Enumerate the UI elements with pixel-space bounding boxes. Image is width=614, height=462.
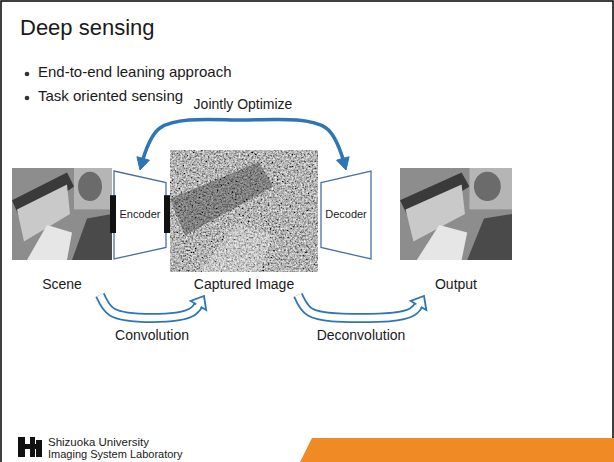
blur-shadow xyxy=(170,162,274,235)
block-label: Encoder xyxy=(120,208,161,221)
photo-face xyxy=(74,168,112,209)
edge-label: Convolution xyxy=(113,327,191,344)
photo-head xyxy=(474,172,501,201)
arrow-joint xyxy=(416,303,421,308)
photo xyxy=(400,168,512,260)
photo-seat xyxy=(467,214,512,260)
coded-pattern xyxy=(170,150,318,272)
arrow-head xyxy=(337,157,350,170)
arrow-body xyxy=(100,295,204,318)
logo-part xyxy=(36,440,42,457)
connector-line xyxy=(298,295,424,318)
captured-image: Captured Image xyxy=(170,150,318,295)
arrow-body xyxy=(298,295,424,318)
scene-image: Scene xyxy=(12,168,112,295)
process-arrow xyxy=(298,295,426,318)
blur-light xyxy=(200,223,274,272)
process-arrow xyxy=(100,295,206,318)
lab-logo xyxy=(18,437,42,457)
output-image: Output xyxy=(400,168,512,295)
lab-name: Shizuoka University xyxy=(48,436,149,449)
mount-tab xyxy=(164,195,170,233)
bullet-dot xyxy=(25,72,30,77)
photo-ground xyxy=(400,168,512,260)
photo-head xyxy=(78,172,102,201)
encoder-optic: Encoder xyxy=(110,170,170,260)
photo-seat xyxy=(72,214,112,260)
bullet-text: End-to-end leaning approach xyxy=(38,64,231,81)
panel-outline xyxy=(114,171,166,259)
bullet-text: Task oriented sensing xyxy=(38,88,183,105)
image-caption: Output xyxy=(370,276,542,293)
image-caption: Scene xyxy=(0,276,142,293)
photo-hand xyxy=(27,225,72,260)
block-label: Decoder xyxy=(325,208,367,221)
photo-face xyxy=(469,168,512,209)
mount-tab xyxy=(110,195,116,233)
edge-label: Deconvolution xyxy=(315,327,408,344)
photo-ground xyxy=(12,168,112,260)
bullet-dot xyxy=(25,96,30,101)
footer-bar xyxy=(300,438,614,462)
edge-label: Jointly Optimize xyxy=(192,96,295,113)
arrow-head xyxy=(411,296,427,310)
panel-outline xyxy=(321,171,371,259)
arrow-joint xyxy=(196,302,201,307)
lab-name: Imaging System Laboratory xyxy=(48,448,183,460)
photo xyxy=(170,150,318,272)
connector-line xyxy=(100,295,204,318)
photo xyxy=(12,168,112,260)
arrow-head xyxy=(137,157,150,170)
photo-hand xyxy=(417,225,467,260)
arrow-head xyxy=(191,296,207,310)
image-caption: Captured Image xyxy=(140,276,348,293)
slide-title: Deep sensing xyxy=(20,15,155,41)
logo-part xyxy=(30,437,35,457)
decoder-block: Decoder xyxy=(320,170,372,260)
